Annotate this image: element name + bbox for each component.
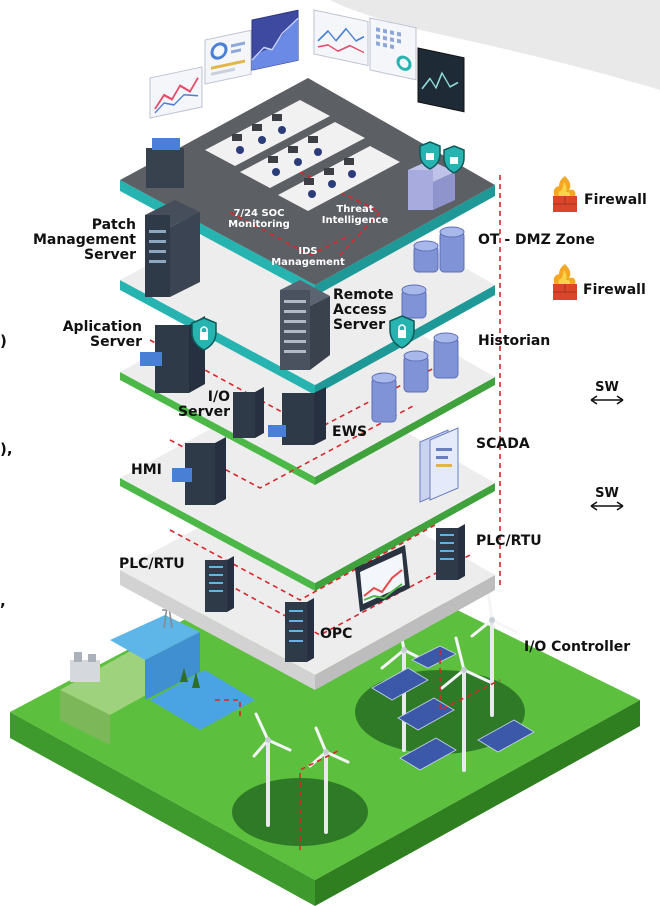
label-firewall-mid: Firewall [583, 282, 646, 298]
corner-decoration [330, 0, 660, 90]
solar-panel [477, 719, 535, 753]
hmi-rack [172, 437, 226, 505]
dashboard-panel [204, 29, 252, 85]
database-stack [433, 332, 459, 379]
dashboard-panel [417, 47, 465, 113]
wind-turbine [470, 588, 518, 717]
monitor-chart [355, 545, 410, 612]
label-plc-rtu-left: PLC/RTU [119, 556, 185, 572]
solar-panel [371, 667, 429, 701]
shield-icon [389, 315, 415, 349]
label-firewall-top: Firewall [584, 192, 647, 208]
shield-icon [443, 145, 465, 174]
io-server-rack [233, 387, 264, 438]
ews-rack [268, 387, 326, 445]
bidirectional-arrow-icon [590, 395, 624, 405]
cutoff-text-fragment: , [0, 592, 6, 610]
dashboard-panels [149, 9, 465, 119]
opc-rack [285, 598, 314, 662]
label-io-controller: I/O Controller [524, 639, 631, 655]
remote-access-rack [280, 280, 330, 370]
label-ot-dmz-zone: OT - DMZ Zone [478, 232, 595, 248]
firewall-icons [553, 176, 577, 300]
label-ews: EWS [332, 424, 368, 440]
historian-databases [371, 226, 465, 423]
firewall-icon [553, 176, 577, 212]
shield-icons [191, 141, 465, 351]
soc-desks [146, 100, 400, 211]
database-stack [401, 284, 427, 319]
dashboard-panel [313, 9, 369, 67]
database-stack [439, 226, 465, 273]
label-scada: SCADA [476, 436, 530, 452]
shield-icon [191, 317, 217, 351]
label-historian: Historian [478, 333, 551, 349]
solar-panels [371, 645, 535, 771]
application-server-rack [140, 316, 205, 393]
label-sw: SW [595, 380, 619, 395]
switch-indicator: SW [587, 486, 627, 511]
label-sw: SW [595, 486, 619, 501]
label-opc: OPC [320, 626, 353, 642]
plc-rack-left [205, 556, 234, 612]
database-stack [413, 240, 439, 273]
switch-indicator: SW [587, 380, 627, 405]
dashboard-panel [149, 66, 203, 119]
wind-turbine [252, 712, 292, 827]
wind-turbines [252, 588, 518, 834]
solar-panel [411, 645, 457, 669]
wind-turbine [440, 636, 492, 772]
firewall-icon [553, 264, 577, 300]
servers [140, 160, 465, 662]
label-hmi: HMI [131, 462, 162, 478]
database-stack [371, 372, 397, 423]
database-stack [403, 350, 429, 393]
cutoff-text-fragment: ) [0, 332, 7, 350]
dashboard-panel [251, 9, 299, 71]
cutoff-text-fragment: ), [0, 440, 13, 458]
solar-panel [399, 737, 457, 771]
shield-icon [419, 141, 441, 170]
bidirectional-arrow-icon [590, 501, 624, 511]
plc-rack-right [436, 524, 465, 580]
soc-server-stack [408, 160, 455, 210]
patch-server-rack [145, 200, 200, 297]
hydro-dam [60, 599, 255, 745]
label-plc-rtu-right: PLC/RTU [476, 533, 542, 549]
dashboard-panel [369, 17, 417, 81]
scada-documents [419, 427, 459, 503]
